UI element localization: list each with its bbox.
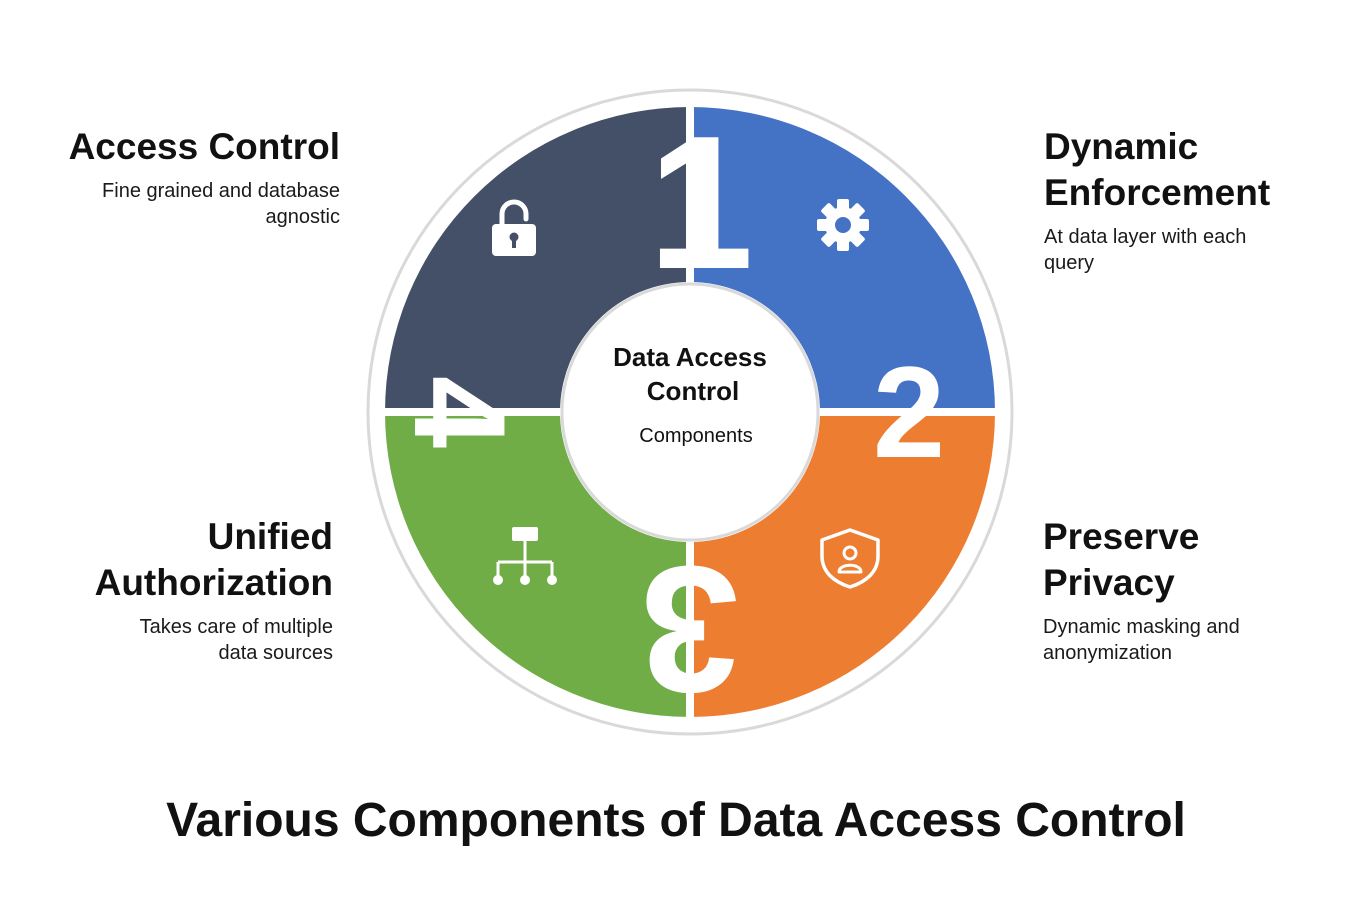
label-access-control: Access Control Fine grained and database…: [0, 124, 340, 230]
label-title: Preserve Privacy: [1043, 516, 1200, 603]
hierarchy-icon: [493, 527, 557, 585]
segment-unified-authorization: [385, 412, 690, 717]
center-title-line1: Data Access: [613, 342, 767, 372]
lock-icon: [492, 199, 536, 256]
label-description: Takes care of multiple data sources: [139, 616, 333, 664]
label-dynamic-enforcement: Dynamic Enforcement At data layer with e…: [1044, 124, 1344, 276]
segment-number-1: 1: [648, 97, 754, 309]
center-title-line2: Control: [647, 376, 739, 406]
segment-number-3: 3: [640, 529, 740, 730]
label-description: At data layer with each query: [1044, 226, 1247, 274]
label-title: Unified Authorization: [94, 516, 333, 603]
label-preserve-privacy: Preserve Privacy Dynamic masking and ano…: [1043, 514, 1343, 666]
label-unified-authorization: Unified Authorization Takes care of mult…: [0, 514, 333, 666]
segment-preserve-privacy: [690, 412, 995, 717]
center-circle: [560, 282, 820, 542]
label-title: Access Control: [68, 126, 340, 167]
gear-icon: [817, 199, 869, 251]
shield-user-icon: [820, 528, 880, 589]
segment-dynamic-enforcement: [690, 107, 995, 412]
segment-number-4: 4: [387, 376, 533, 448]
segment-number-2: 2: [873, 339, 945, 485]
label-description: Fine grained and database agnostic: [102, 180, 340, 228]
center-subtitle: Components: [639, 425, 752, 447]
label-title: Dynamic Enforcement: [1044, 126, 1271, 213]
footer-title: Various Components of Data Access Contro…: [166, 794, 1186, 847]
label-description: Dynamic masking and anonymization: [1043, 616, 1240, 664]
segment-access-control: [385, 107, 690, 412]
